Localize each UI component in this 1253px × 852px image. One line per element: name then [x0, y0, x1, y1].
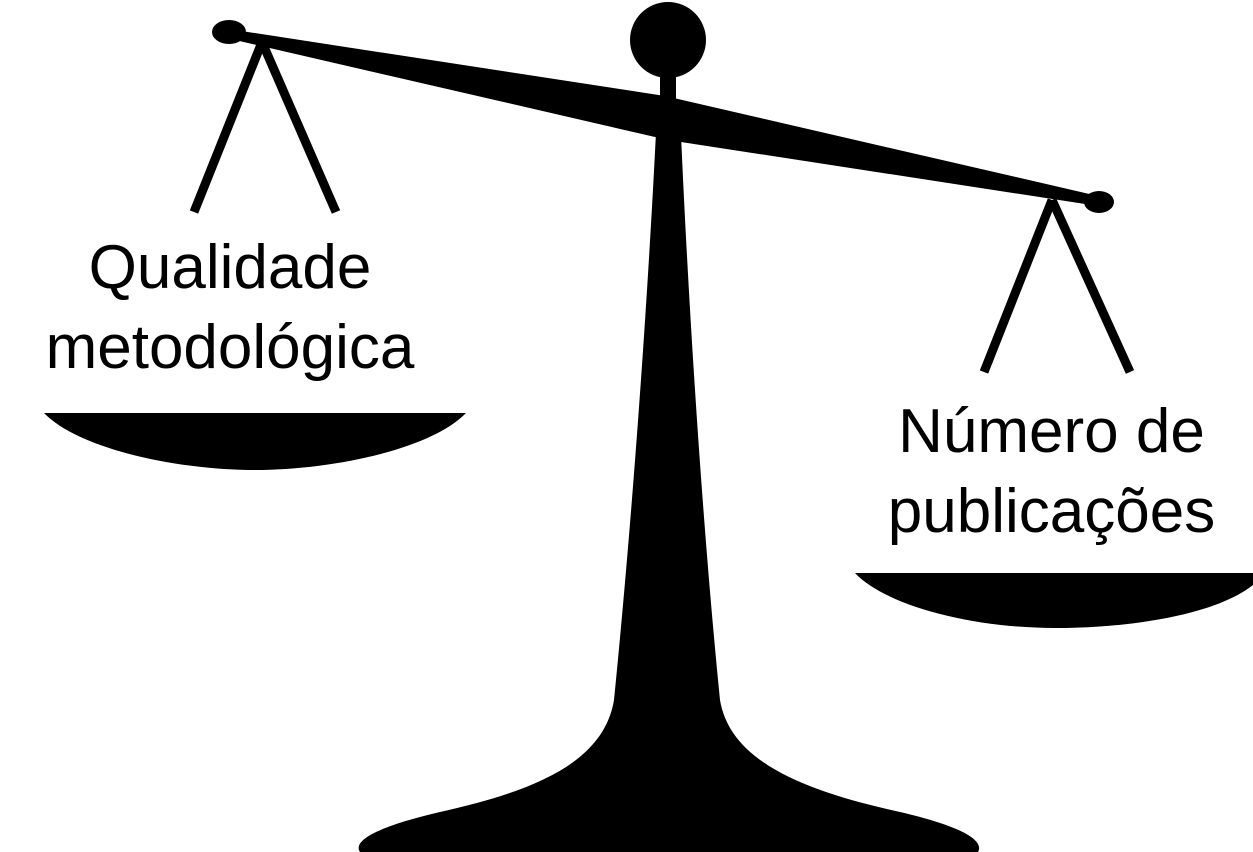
left-pan-bowl [44, 413, 466, 470]
left-pan-string-right [257, 40, 341, 214]
beam-right-end-knob [1084, 191, 1114, 213]
right-pan-label-line1: Número de [898, 397, 1205, 466]
right-pan-string-right [1047, 198, 1135, 374]
right-pan-bowl [855, 573, 1253, 628]
scale-top-knob [630, 2, 706, 78]
left-pan-label-line2: metodológica [45, 313, 415, 382]
left-pan-label: Qualidade metodológica [10, 228, 450, 388]
scale-column-base [358, 112, 980, 852]
beam-left-end-knob [212, 20, 246, 44]
left-pan-label-line1: Qualidade [88, 233, 372, 302]
left-pan-string-left [189, 40, 267, 214]
right-pan-string-left [979, 198, 1057, 374]
right-pan-label-line2: publicações [887, 477, 1216, 546]
right-pan-label: Número de publicações [850, 392, 1253, 552]
